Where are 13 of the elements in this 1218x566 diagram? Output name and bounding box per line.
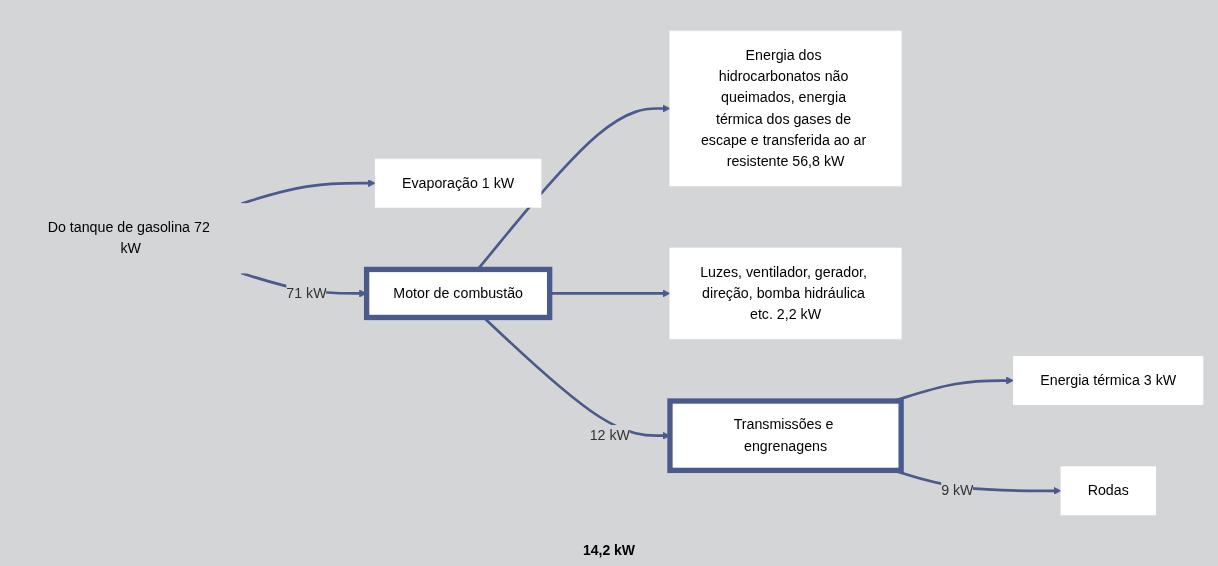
edge-label: 71 kW [286, 285, 327, 301]
node-box: Energia dos hidrocarbonatos não queimados, energia térmica dos gases de escape e transferida ao ar resistente 56,8 kW [669, 30, 902, 187]
edge-label: 12 kW [589, 427, 630, 443]
edge-label: 9 kW [941, 482, 974, 498]
node-text: Do tanque de gasolina 72 kW [47, 219, 210, 257]
node-box: Transmissões e engrenagens [667, 398, 904, 474]
node-box: Energia térmica 3 kW [1013, 356, 1204, 406]
node-box: Luzes, ventilador, gerador, direção, bomba hidráulica etc. 2,2 kW [669, 247, 902, 340]
arrow [240, 179, 376, 205]
node-box: Rodas [1060, 466, 1156, 516]
node-box: Motor de combustão [363, 266, 553, 321]
node-box: Evaporação 1 kW [374, 158, 542, 208]
flow-value-label: 14,2 kW [582, 542, 636, 558]
